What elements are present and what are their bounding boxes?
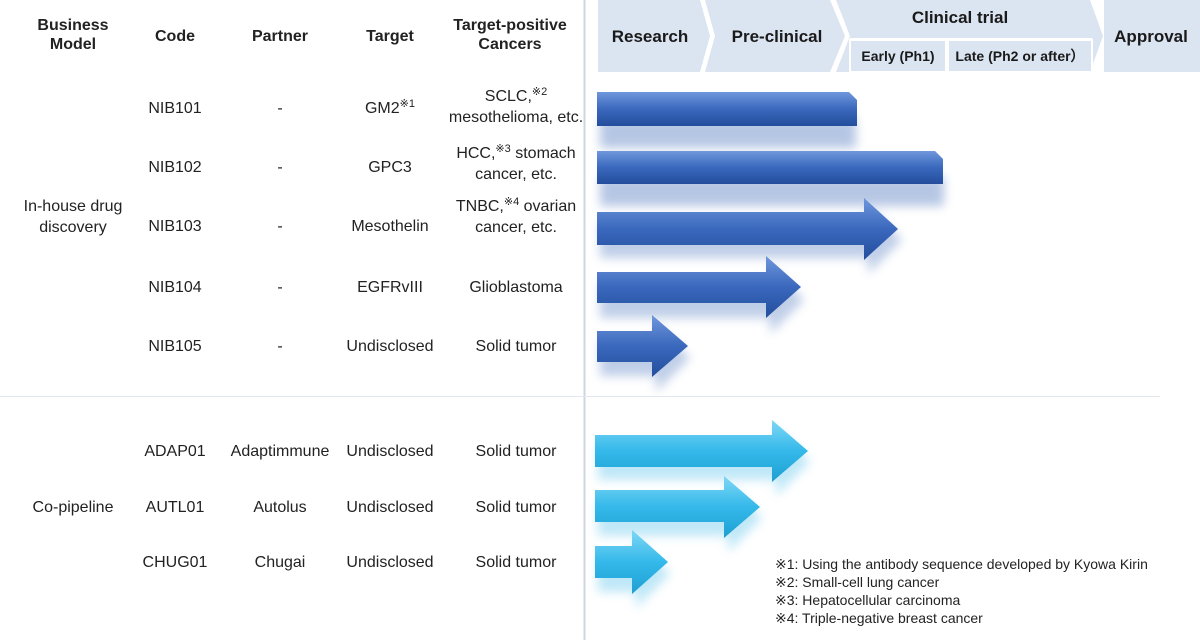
phase-early-label: Early (Ph1) (861, 48, 934, 64)
progress-arrow-nib104 (597, 256, 804, 334)
cancer-text-rest: ovarian cancer, etc. (475, 198, 577, 236)
cancer-text: TNBC, (455, 198, 504, 215)
cancer-text-rest: stomach cancer, etc. (475, 145, 576, 183)
row-code: NIB103 (148, 218, 202, 235)
cancer-footnote-mark: ※3 (495, 143, 511, 155)
row-partner: - (277, 279, 283, 296)
cancer-text-rest: mesothelioma, etc. (448, 109, 584, 126)
row-cancer: TNBC,※4 ovarian cancer, etc. (450, 196, 582, 238)
phase-late-box (947, 39, 1093, 73)
phase-preclinical-chevron (705, 0, 845, 72)
row-target: GM2※1 (340, 98, 440, 119)
row-cancer: HCC,※3 stomach cancer, etc. (438, 143, 594, 185)
row-cancer: Solid tumor (475, 554, 557, 571)
cancer-text: SCLC, (484, 88, 532, 105)
phase-approval-label: Approval (1114, 27, 1188, 46)
row-cancer: Solid tumor (475, 443, 557, 460)
footnote-1: ※1: Using the antibody sequence develope… (775, 556, 1148, 572)
row-cancer: Glioblastoma (469, 279, 563, 296)
row-partner: Autolus (253, 499, 307, 516)
progress-arrow-chug01 (595, 530, 670, 608)
phase-research-chevron (598, 0, 710, 72)
group-copipeline: Co-pipeline (32, 499, 114, 516)
column-divider (583, 0, 586, 640)
phase-research-label: Research (612, 27, 689, 46)
header-target: Target (366, 28, 414, 45)
row-target: Undisclosed (346, 443, 434, 460)
row-cancer: Solid tumor (475, 499, 557, 516)
phase-preclinical-label: Pre-clinical (732, 27, 823, 46)
footnote-2: ※2: Small-cell lung cancer (775, 574, 940, 590)
row-code: AUTL01 (145, 499, 205, 516)
row-code: NIB101 (148, 100, 202, 117)
row-partner: - (277, 218, 283, 235)
header-code: Code (155, 28, 195, 45)
footnote-3: ※3: Hepatocellular carcinoma (775, 592, 961, 608)
row-target: Mesothelin (351, 218, 429, 235)
row-partner: - (277, 100, 283, 117)
row-code: NIB104 (148, 279, 202, 296)
row-code: NIB105 (148, 338, 202, 355)
row-code: NIB102 (148, 159, 202, 176)
header-partner: Partner (251, 28, 309, 45)
row-code: CHUG01 (142, 554, 208, 571)
target-footnote-mark: ※1 (399, 98, 415, 110)
footnote-4: ※4: Triple-negative breast cancer (775, 610, 983, 626)
row-target: Undisclosed (346, 554, 434, 571)
row-cancer: Solid tumor (475, 338, 557, 355)
row-target: EGFRvIII (357, 279, 423, 296)
header-cancers: Target-positive Cancers (453, 17, 567, 53)
group-inhouse: In-house drug discovery (23, 198, 123, 236)
target-text: GM2 (364, 100, 400, 117)
progress-arrow-nib105 (597, 315, 690, 392)
row-code: ADAP01 (144, 443, 206, 460)
cancer-text: HCC, (456, 145, 496, 162)
phase-clinical-label: Clinical trial (912, 8, 1008, 27)
progress-arrow-autl01 (595, 476, 762, 552)
cancer-footnote-mark: ※4 (503, 196, 520, 208)
row-target: Undisclosed (346, 499, 434, 516)
header-business-model: Business Model (37, 17, 109, 53)
row-partner: - (277, 338, 283, 355)
phase-late-label: Late (Ph2 or after） (955, 48, 1084, 64)
phase-approval-box (1104, 0, 1200, 72)
progress-bar-nib102 (597, 151, 944, 206)
row-cancer: SCLC,※2 mesothelioma, etc. (430, 86, 602, 128)
progress-arrow-adap01 (595, 420, 810, 496)
progress-arrow-nib103 (597, 198, 902, 274)
row-target: GPC3 (368, 159, 412, 176)
cancer-footnote-mark: ※2 (531, 86, 548, 98)
progress-bar-nib101 (597, 92, 857, 148)
row-partner: Adaptimmune (230, 443, 330, 460)
row-target: Undisclosed (346, 338, 434, 355)
group-divider (0, 396, 1160, 397)
row-partner: - (277, 159, 283, 176)
row-partner: Chugai (254, 554, 306, 571)
